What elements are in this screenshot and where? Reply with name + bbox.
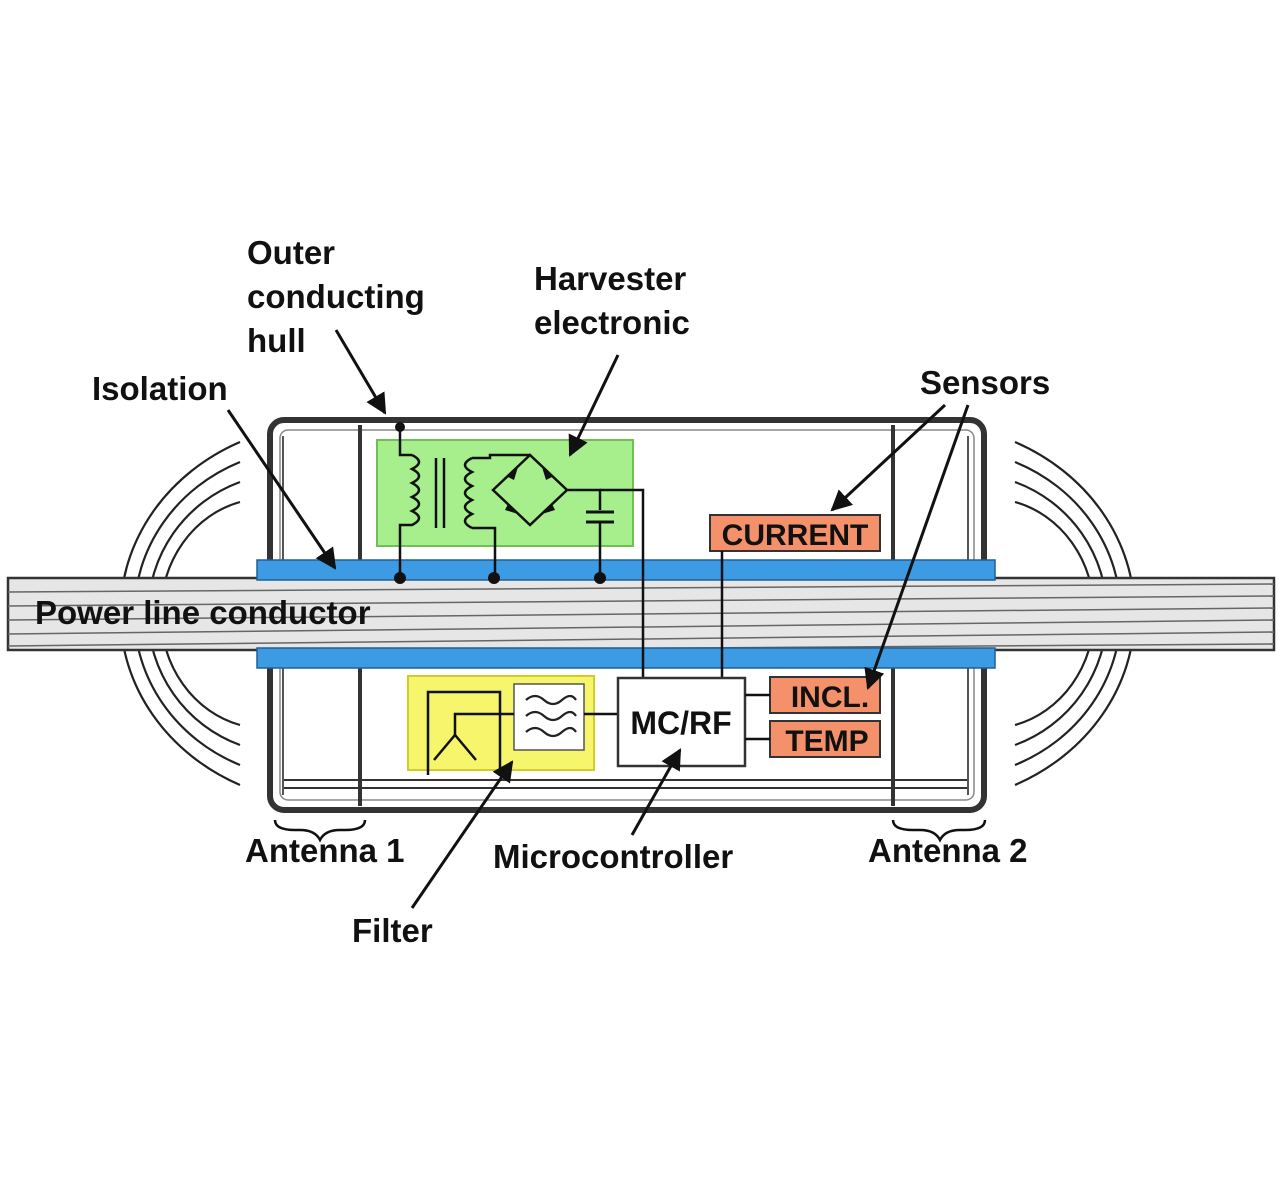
mcrf-block: MC/RF bbox=[616, 676, 747, 768]
antenna2-brace bbox=[891, 819, 987, 843]
microcontroller-label: Microcontroller bbox=[493, 838, 733, 875]
incl-sensor: INCL. bbox=[769, 676, 881, 714]
antenna1-brace bbox=[273, 819, 367, 843]
temp-sensor-label: TEMP bbox=[785, 725, 868, 758]
current-sensor: CURRENT bbox=[709, 514, 881, 552]
antenna1-label: Antenna 1 bbox=[245, 832, 405, 869]
harvester-label: Harvester electronic bbox=[534, 260, 695, 341]
sensors-arrow-incl bbox=[864, 404, 970, 690]
harvester-block bbox=[376, 428, 645, 680]
sensors-label: Sensors bbox=[920, 364, 1050, 401]
filter-block bbox=[407, 675, 618, 775]
sensors-arrow-current bbox=[830, 403, 947, 512]
incl-sensor-label: INCL. bbox=[791, 681, 869, 714]
conductor-node-3 bbox=[594, 572, 606, 584]
isolation-arrow bbox=[226, 409, 337, 570]
isolation-band-top bbox=[256, 559, 996, 581]
harvester-arrow bbox=[568, 354, 620, 457]
mcrf-label: MC/RF bbox=[630, 705, 731, 741]
isolation-label: Isolation bbox=[92, 370, 228, 407]
current-sensor-label: CURRENT bbox=[722, 519, 869, 552]
outer-hull-arrow bbox=[334, 329, 387, 415]
antenna2-label: Antenna 2 bbox=[868, 832, 1028, 869]
power-line-conductor bbox=[6, 576, 1276, 652]
conductor-node-1 bbox=[394, 572, 406, 584]
filter-arrow bbox=[410, 760, 514, 909]
microcontroller-arrow bbox=[630, 748, 682, 836]
temp-sensor: TEMP bbox=[769, 720, 881, 758]
outer-hull-label: Outer conducting hull bbox=[247, 234, 434, 359]
hull-node bbox=[395, 422, 405, 432]
power-line-label: Power line conductor bbox=[35, 594, 371, 631]
conductor-node-2 bbox=[488, 572, 500, 584]
isolation-band-bottom bbox=[256, 647, 996, 669]
filter-label: Filter bbox=[352, 912, 433, 949]
